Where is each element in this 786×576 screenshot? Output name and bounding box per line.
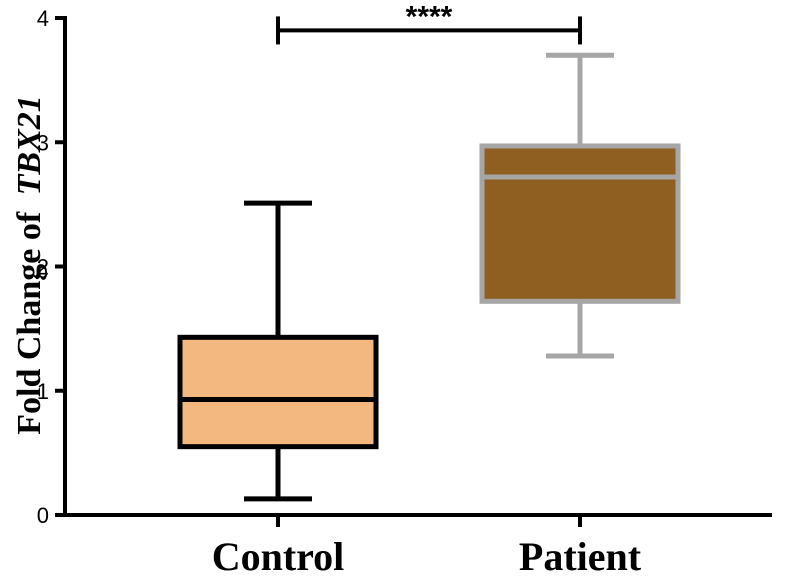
x-tick-label-patient: Patient [519,534,642,576]
y-tick-label-2: 2 [37,255,49,280]
y-axis-title-text: Fold Change of [11,211,48,435]
y-tick-label-1: 1 [37,379,49,404]
significance-bracket: **** [276,0,582,45]
y-axis-title-gene: TBX21 [11,95,48,195]
y-tick-label-4: 4 [37,6,49,31]
box-patient [479,52,681,359]
box-body-control [177,334,379,450]
chart-marks: **** [177,0,681,502]
significance-label: **** [406,0,453,33]
box-body-patient [479,143,681,304]
y-tick-label-0: 0 [37,503,49,528]
y-tick-label-3: 3 [37,130,49,155]
x-tick-label-control: Control [212,534,345,576]
y-axis-title: Fold Change of TBX21 [11,95,48,435]
box-control [177,200,379,502]
